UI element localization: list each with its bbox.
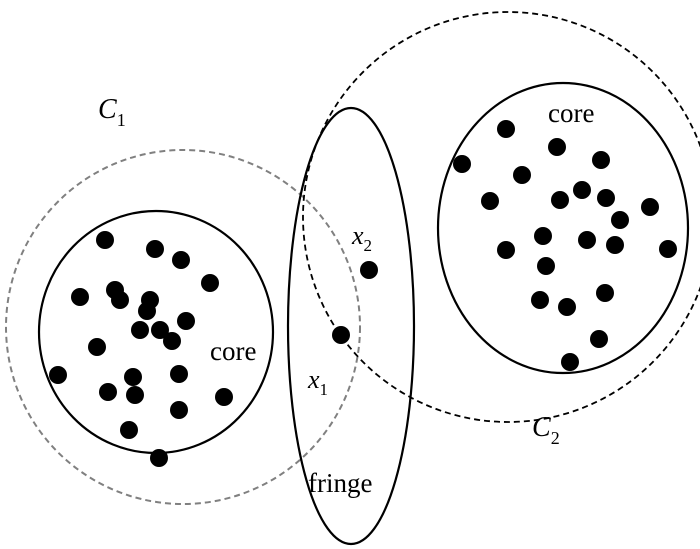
right-core-point: [659, 240, 677, 258]
left-core-point: [111, 291, 129, 309]
label-x1: x1: [307, 365, 328, 399]
right-core-point: [596, 284, 614, 302]
left-core-point: [124, 368, 142, 386]
right-core-point: [513, 166, 531, 184]
left-core-point: [163, 332, 181, 350]
right-core-point: [573, 181, 591, 199]
right-core-point: [561, 353, 579, 371]
left-core-point: [96, 231, 114, 249]
label-core-right: core: [548, 98, 594, 128]
fringe-point: [360, 261, 378, 279]
left-core-point: [120, 421, 138, 439]
label-c1: C1: [98, 94, 126, 130]
right-core-point: [641, 198, 659, 216]
left-core-point: [71, 288, 89, 306]
right-core-point: [611, 211, 629, 229]
right-core-point: [590, 330, 608, 348]
right-core-point: [453, 155, 471, 173]
label-core-left: core: [210, 336, 256, 366]
left-core-points: [49, 231, 233, 467]
right-core-point: [534, 227, 552, 245]
left-core-point: [170, 365, 188, 383]
fringe-boundary: [286, 106, 416, 546]
left-core-point: [141, 291, 159, 309]
right-core-point: [578, 231, 596, 249]
left-core-point: [88, 338, 106, 356]
left-core-point: [49, 366, 67, 384]
label-c2: C2: [532, 412, 560, 448]
right-core-points: [453, 120, 677, 371]
left-core-point: [146, 240, 164, 258]
right-core-point: [558, 298, 576, 316]
right-core-point: [597, 189, 615, 207]
right-core-point: [497, 241, 515, 259]
right-core-point: [531, 291, 549, 309]
right-core-point: [497, 120, 515, 138]
cluster-c1-boundary: [5, 149, 361, 505]
left-core-point: [126, 386, 144, 404]
left-core-point: [150, 449, 168, 467]
left-core-point: [170, 401, 188, 419]
left-core-point: [177, 312, 195, 330]
fringe-points: [332, 261, 378, 344]
cluster-c2-boundary: [302, 11, 700, 423]
left-core-point: [99, 383, 117, 401]
right-core-point: [481, 192, 499, 210]
left-core-point: [215, 388, 233, 406]
left-core-point: [151, 321, 169, 339]
label-x2: x2: [351, 221, 372, 255]
right-core-point: [606, 236, 624, 254]
left-core-point: [172, 251, 190, 269]
left-core-point: [131, 321, 149, 339]
left-core-point: [201, 274, 219, 292]
right-core-boundary: [436, 81, 690, 375]
label-fringe: fringe: [308, 468, 372, 498]
right-core-point: [537, 257, 555, 275]
right-core-point: [551, 191, 569, 209]
fringe-point: [332, 326, 350, 344]
right-core-point: [548, 138, 566, 156]
right-core-point: [592, 151, 610, 169]
